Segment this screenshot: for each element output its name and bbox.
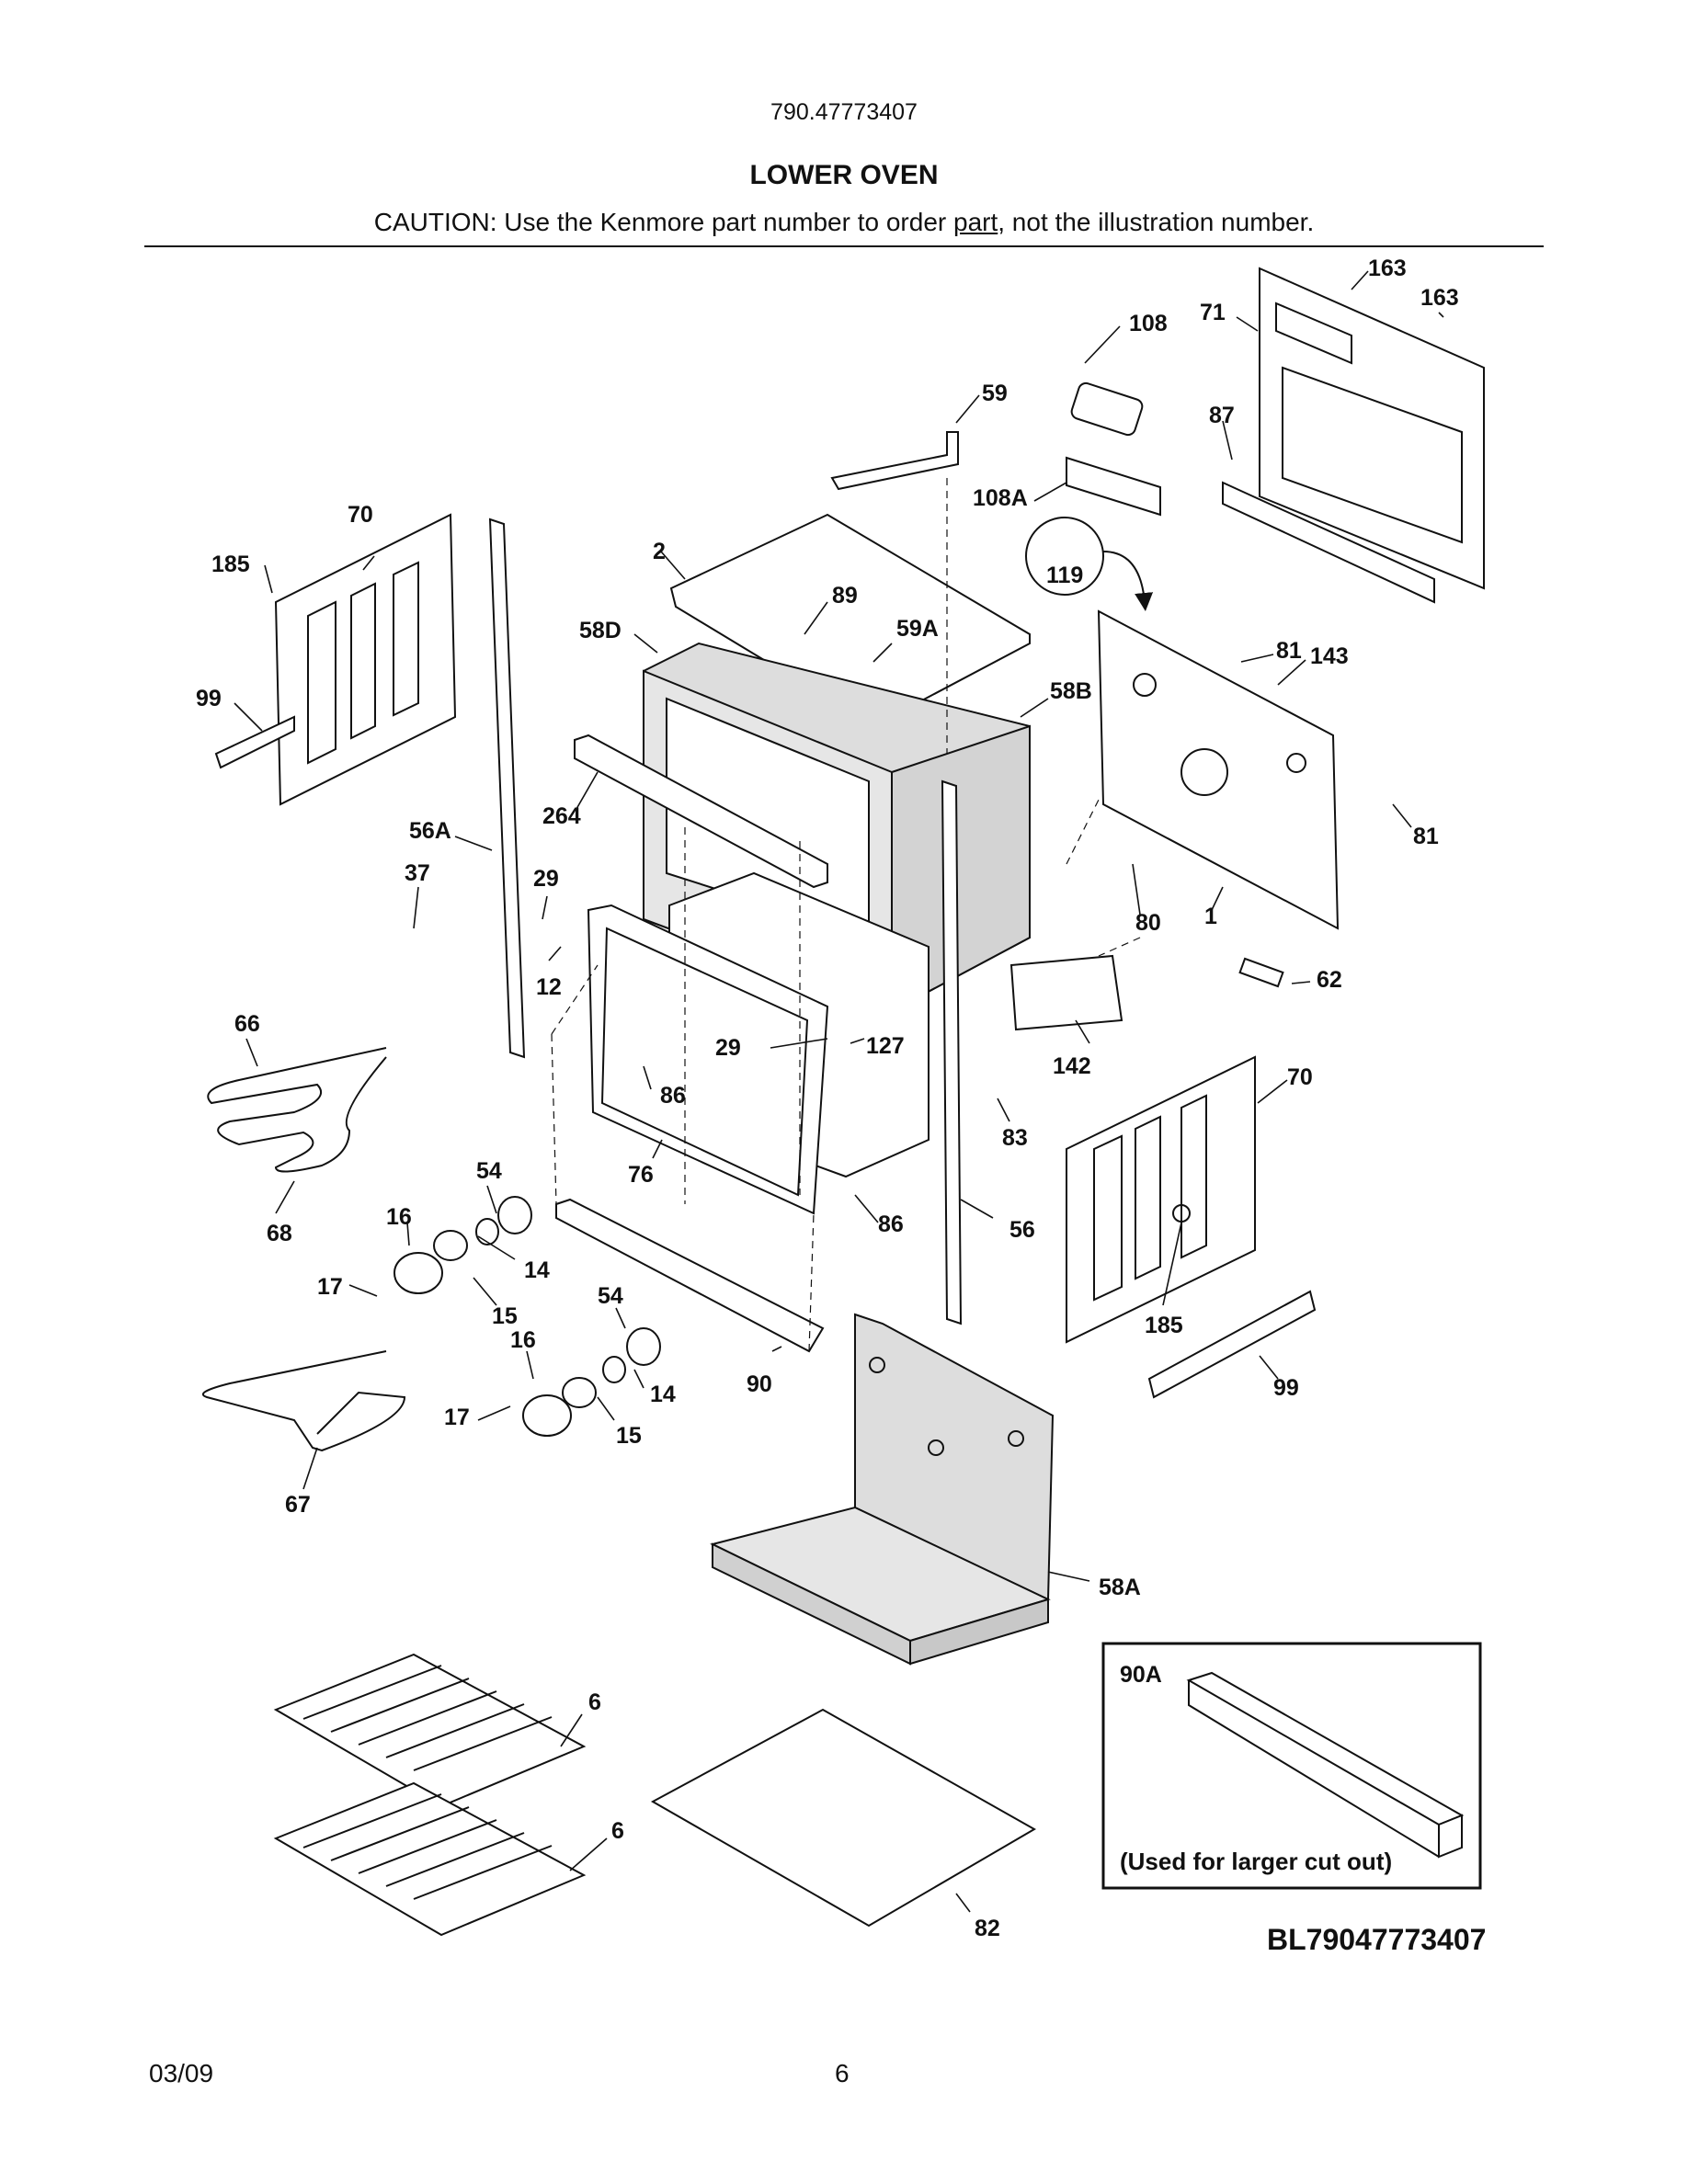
oven-rear-wall: [1097, 609, 1340, 930]
diagram-code: BL79047773407: [1267, 1923, 1487, 1956]
callout-1: 1: [1204, 904, 1217, 929]
footer-date: 03/09: [149, 2059, 214, 2087]
header-divider: [144, 245, 1544, 247]
callout-87: 87: [1209, 403, 1235, 428]
callout-37: 37: [405, 860, 430, 886]
caution-underlined-word: part: [953, 208, 998, 236]
callout-163: 163: [1368, 256, 1407, 281]
caution-suffix: , not the illustration number.: [998, 208, 1315, 236]
callout-82: 82: [975, 1916, 1000, 1941]
callout-labels: 163 163 71 108 59 87 108A 70 185 2 119 8…: [196, 256, 1459, 1941]
bottom-trim-strip: [555, 1198, 825, 1353]
callout-16: 16: [386, 1204, 412, 1230]
callout-86: 86: [878, 1211, 904, 1237]
callout-58A: 58A: [1099, 1575, 1141, 1600]
callout-16: 16: [510, 1327, 536, 1353]
callout-17: 17: [444, 1405, 470, 1430]
callout-29: 29: [715, 1035, 741, 1061]
assembly-guide-lines: [551, 478, 1141, 1352]
callout-29: 29: [533, 866, 559, 892]
right-front-rail: [941, 779, 963, 1325]
callout-143: 143: [1310, 643, 1349, 669]
vent-tube: [830, 431, 959, 491]
callout-17: 17: [317, 1274, 343, 1300]
inset-note: (Used for larger cut out): [1120, 1848, 1392, 1875]
callout-81: 81: [1413, 824, 1439, 849]
callout-58B: 58B: [1050, 678, 1092, 704]
callout-80: 80: [1135, 910, 1161, 936]
callout-127: 127: [866, 1033, 905, 1059]
terminal-block: [1238, 957, 1284, 988]
callout-86: 86: [660, 1083, 686, 1109]
callout-54: 54: [598, 1283, 623, 1309]
leader-lines: [234, 270, 1444, 1913]
thermostat-detail-circle: [1025, 517, 1154, 611]
callout-76: 76: [628, 1162, 654, 1188]
oven-bottom-tray: [650, 1708, 1037, 1928]
callout-59: 59: [982, 381, 1008, 406]
callout-6: 6: [611, 1818, 624, 1844]
callout-56A: 56A: [409, 818, 451, 844]
callout-90: 90: [747, 1371, 772, 1397]
section-title: LOWER OVEN: [749, 160, 939, 190]
callout-59A: 59A: [896, 616, 939, 642]
callout-163: 163: [1420, 285, 1459, 311]
inset-part-label: 90A: [1120, 1662, 1162, 1688]
rear-heat-shield-panel: [1222, 267, 1485, 604]
oven-top-plate: [669, 513, 1031, 728]
callout-15: 15: [492, 1303, 518, 1329]
callout-15: 15: [616, 1423, 642, 1449]
callout-264: 264: [542, 803, 581, 829]
caution-prefix: CAUTION: Use the Kenmore part number to …: [373, 208, 953, 236]
right-side-panel: [1066, 1055, 1256, 1344]
callout-68: 68: [267, 1221, 292, 1246]
oven-rack-upper: [273, 1653, 587, 1808]
floor-and-back-panel: [710, 1313, 1055, 1666]
side-bracket: [1009, 954, 1123, 1031]
callout-6: 6: [588, 1689, 601, 1715]
callout-81: 81: [1276, 638, 1302, 664]
callout-62: 62: [1317, 967, 1342, 993]
right-trim-strip: [1147, 1290, 1317, 1399]
bake-element: [207, 1047, 387, 1173]
callout-99: 99: [196, 686, 222, 711]
callout-108: 108: [1129, 311, 1168, 336]
broil-element: [201, 1350, 406, 1452]
callout-67: 67: [285, 1492, 311, 1518]
caution-text: CAUTION: Use the Kenmore part number to …: [0, 208, 1688, 237]
callout-14: 14: [524, 1257, 550, 1283]
callout-12: 12: [536, 974, 562, 1000]
left-side-panel: [214, 513, 457, 806]
callout-83: 83: [1002, 1125, 1028, 1151]
callout-185: 185: [211, 552, 250, 577]
callout-70: 70: [348, 502, 373, 528]
left-front-rail: [488, 518, 526, 1059]
oven-lamp-assembly-lower: [522, 1327, 661, 1437]
callout-89: 89: [832, 583, 858, 609]
cooling-fan-assembly: [1066, 381, 1161, 517]
inset-box: [1101, 1642, 1482, 1890]
callout-54: 54: [476, 1158, 502, 1184]
callout-66: 66: [234, 1011, 260, 1037]
front-trim-strip: [574, 734, 828, 889]
oven-rack-lower: [273, 1781, 587, 1937]
oven-lamp-assembly-upper: [393, 1196, 532, 1294]
footer-page-number: 6: [835, 2059, 850, 2087]
door-frame: [587, 904, 829, 1215]
callout-58D: 58D: [579, 618, 622, 643]
model-number: 790.47773407: [770, 99, 918, 125]
callout-56: 56: [1009, 1217, 1035, 1243]
callout-142: 142: [1053, 1053, 1091, 1079]
callout-99: 99: [1273, 1375, 1299, 1401]
callout-108A: 108A: [973, 485, 1028, 511]
callout-185: 185: [1145, 1313, 1183, 1338]
callout-2: 2: [653, 539, 666, 564]
callout-119: 119: [1046, 563, 1083, 588]
callout-70: 70: [1287, 1064, 1313, 1090]
callout-71: 71: [1200, 300, 1226, 325]
callout-14: 14: [650, 1382, 676, 1407]
